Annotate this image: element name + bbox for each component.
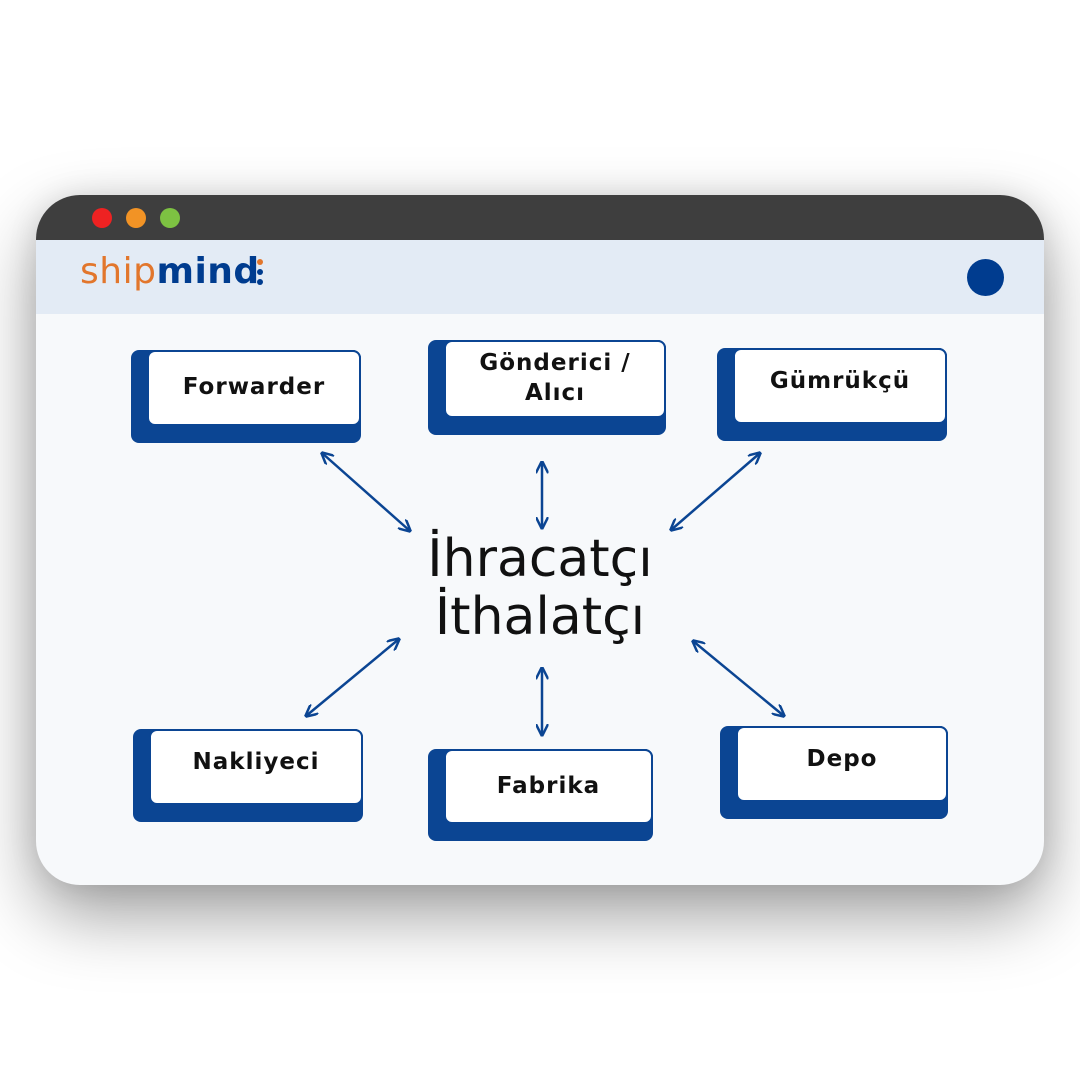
node-label-box: Depo — [736, 726, 948, 802]
node-forwarder[interactable]: Forwarder — [131, 350, 361, 443]
arrow-depo — [693, 641, 784, 716]
node-depo[interactable]: Depo — [720, 726, 948, 819]
node-label: Forwarder — [182, 374, 326, 401]
node-label-box: Nakliyeci — [149, 729, 363, 805]
arrow-forwarder — [322, 453, 410, 531]
node-gonderici-alici[interactable]: Gönderici /Alıcı — [428, 340, 666, 435]
node-label-box: Fabrika — [444, 749, 653, 824]
center-line-ihracatci: İhracatçı — [427, 529, 653, 589]
logo-dots-icon — [257, 259, 263, 289]
node-label: Depo — [806, 746, 878, 773]
node-label: Nakliyeci — [192, 749, 320, 776]
arrow-gumrukcu — [671, 453, 760, 530]
logo-text-mind: mind — [156, 251, 260, 292]
node-label: Gümrükçü — [769, 368, 911, 395]
logo-text-ship: ship — [80, 251, 157, 292]
node-label: Fabrika — [496, 772, 601, 799]
user-avatar[interactable] — [967, 259, 1004, 296]
minimize-window-icon[interactable] — [126, 208, 146, 228]
node-label-box: Gönderici /Alıcı — [444, 340, 666, 418]
node-label-box: Gümrükçü — [733, 348, 947, 424]
app-header: shipmind — [36, 240, 1044, 314]
node-fabrika[interactable]: Fabrika — [428, 749, 653, 841]
arrow-nakliyeci — [306, 639, 399, 716]
node-label: Gönderici /Alıcı — [479, 350, 631, 406]
node-nakliyeci[interactable]: Nakliyeci — [133, 729, 363, 822]
window-titlebar — [36, 195, 1044, 240]
center-line-ithalatci: İthalatçı — [434, 587, 646, 647]
close-window-icon[interactable] — [92, 208, 112, 228]
node-gumrukcu[interactable]: Gümrükçü — [717, 348, 947, 441]
node-label-box: Forwarder — [147, 350, 361, 426]
shipmind-logo[interactable]: shipmind — [80, 254, 260, 290]
maximize-window-icon[interactable] — [160, 208, 180, 228]
center-node-title: İhracatçı İthalatçı — [400, 530, 680, 646]
